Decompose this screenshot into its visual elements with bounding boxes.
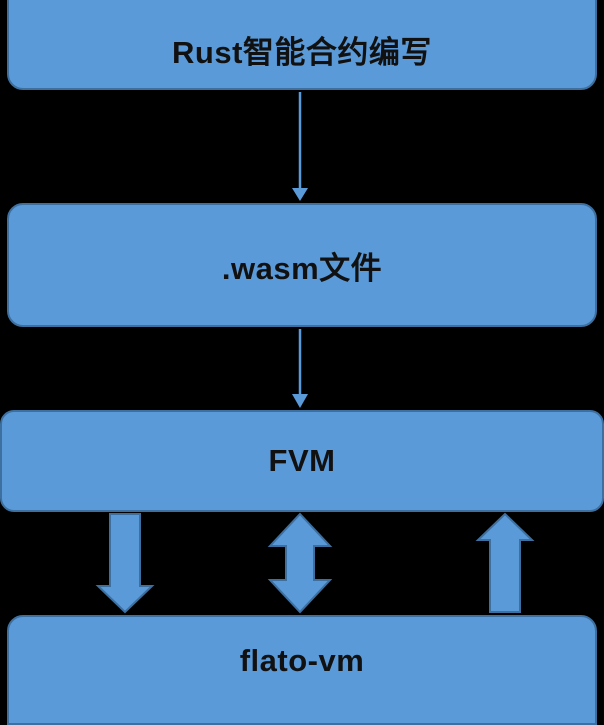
block-arrow-up	[475, 512, 535, 613]
node-flato-label: flato-vm	[239, 643, 365, 678]
node-rust-label: Rust智能合约编写	[172, 34, 432, 70]
block-arrow-down	[95, 513, 155, 614]
connectors-layer	[95, 92, 535, 614]
block-arrow-bidirectional	[267, 512, 333, 614]
node-fvm: FVM	[0, 410, 604, 512]
node-wasm-label: .wasm文件	[221, 250, 383, 286]
arrow-wasm-to-fvm	[292, 329, 308, 408]
arrow-rust-to-wasm	[292, 92, 308, 201]
node-rust-contract: Rust智能合约编写	[7, 0, 597, 90]
node-fvm-label: FVM	[268, 443, 336, 478]
node-wasm-file: .wasm文件	[7, 203, 597, 327]
node-flato-vm: flato-vm	[7, 615, 597, 725]
